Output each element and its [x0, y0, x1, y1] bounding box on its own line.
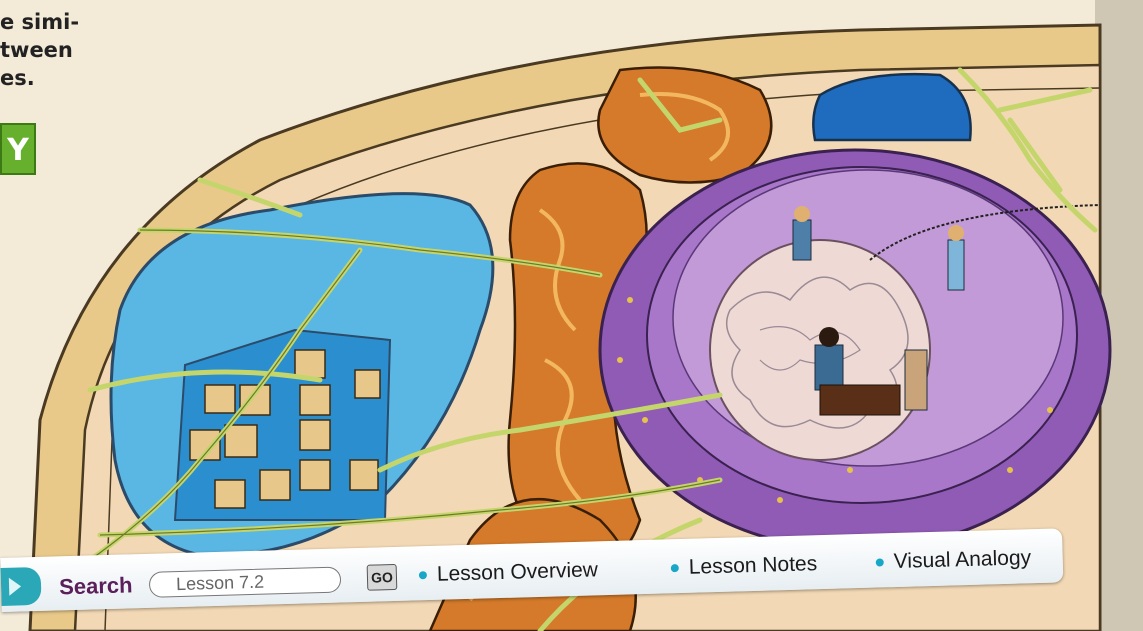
page-text-line: tween: [0, 36, 120, 64]
link-label: Visual Analogy: [893, 546, 1031, 573]
page-text-line: es.: [0, 64, 120, 92]
link-label: Lesson Notes: [688, 552, 817, 579]
link-visual-analogy[interactable]: Visual Analogy: [875, 546, 1031, 574]
link-label: Lesson Overview: [437, 558, 599, 585]
bullet-icon: [419, 572, 427, 580]
home-tab[interactable]: [1, 567, 42, 606]
search-input[interactable]: [149, 566, 342, 597]
link-lesson-overview[interactable]: Lesson Overview: [419, 558, 599, 587]
bullet-icon: [876, 559, 884, 567]
link-lesson-notes[interactable]: Lesson Notes: [670, 552, 817, 580]
search-label: Search: [59, 572, 133, 600]
page-text-line: e simi-: [0, 8, 120, 36]
section-tag: Y: [0, 123, 36, 175]
bullet-icon: [671, 565, 679, 573]
go-button[interactable]: GO: [367, 564, 398, 591]
page-text-fragment: e simi- tween es.: [0, 8, 120, 92]
arrow-right-icon: [9, 577, 21, 595]
